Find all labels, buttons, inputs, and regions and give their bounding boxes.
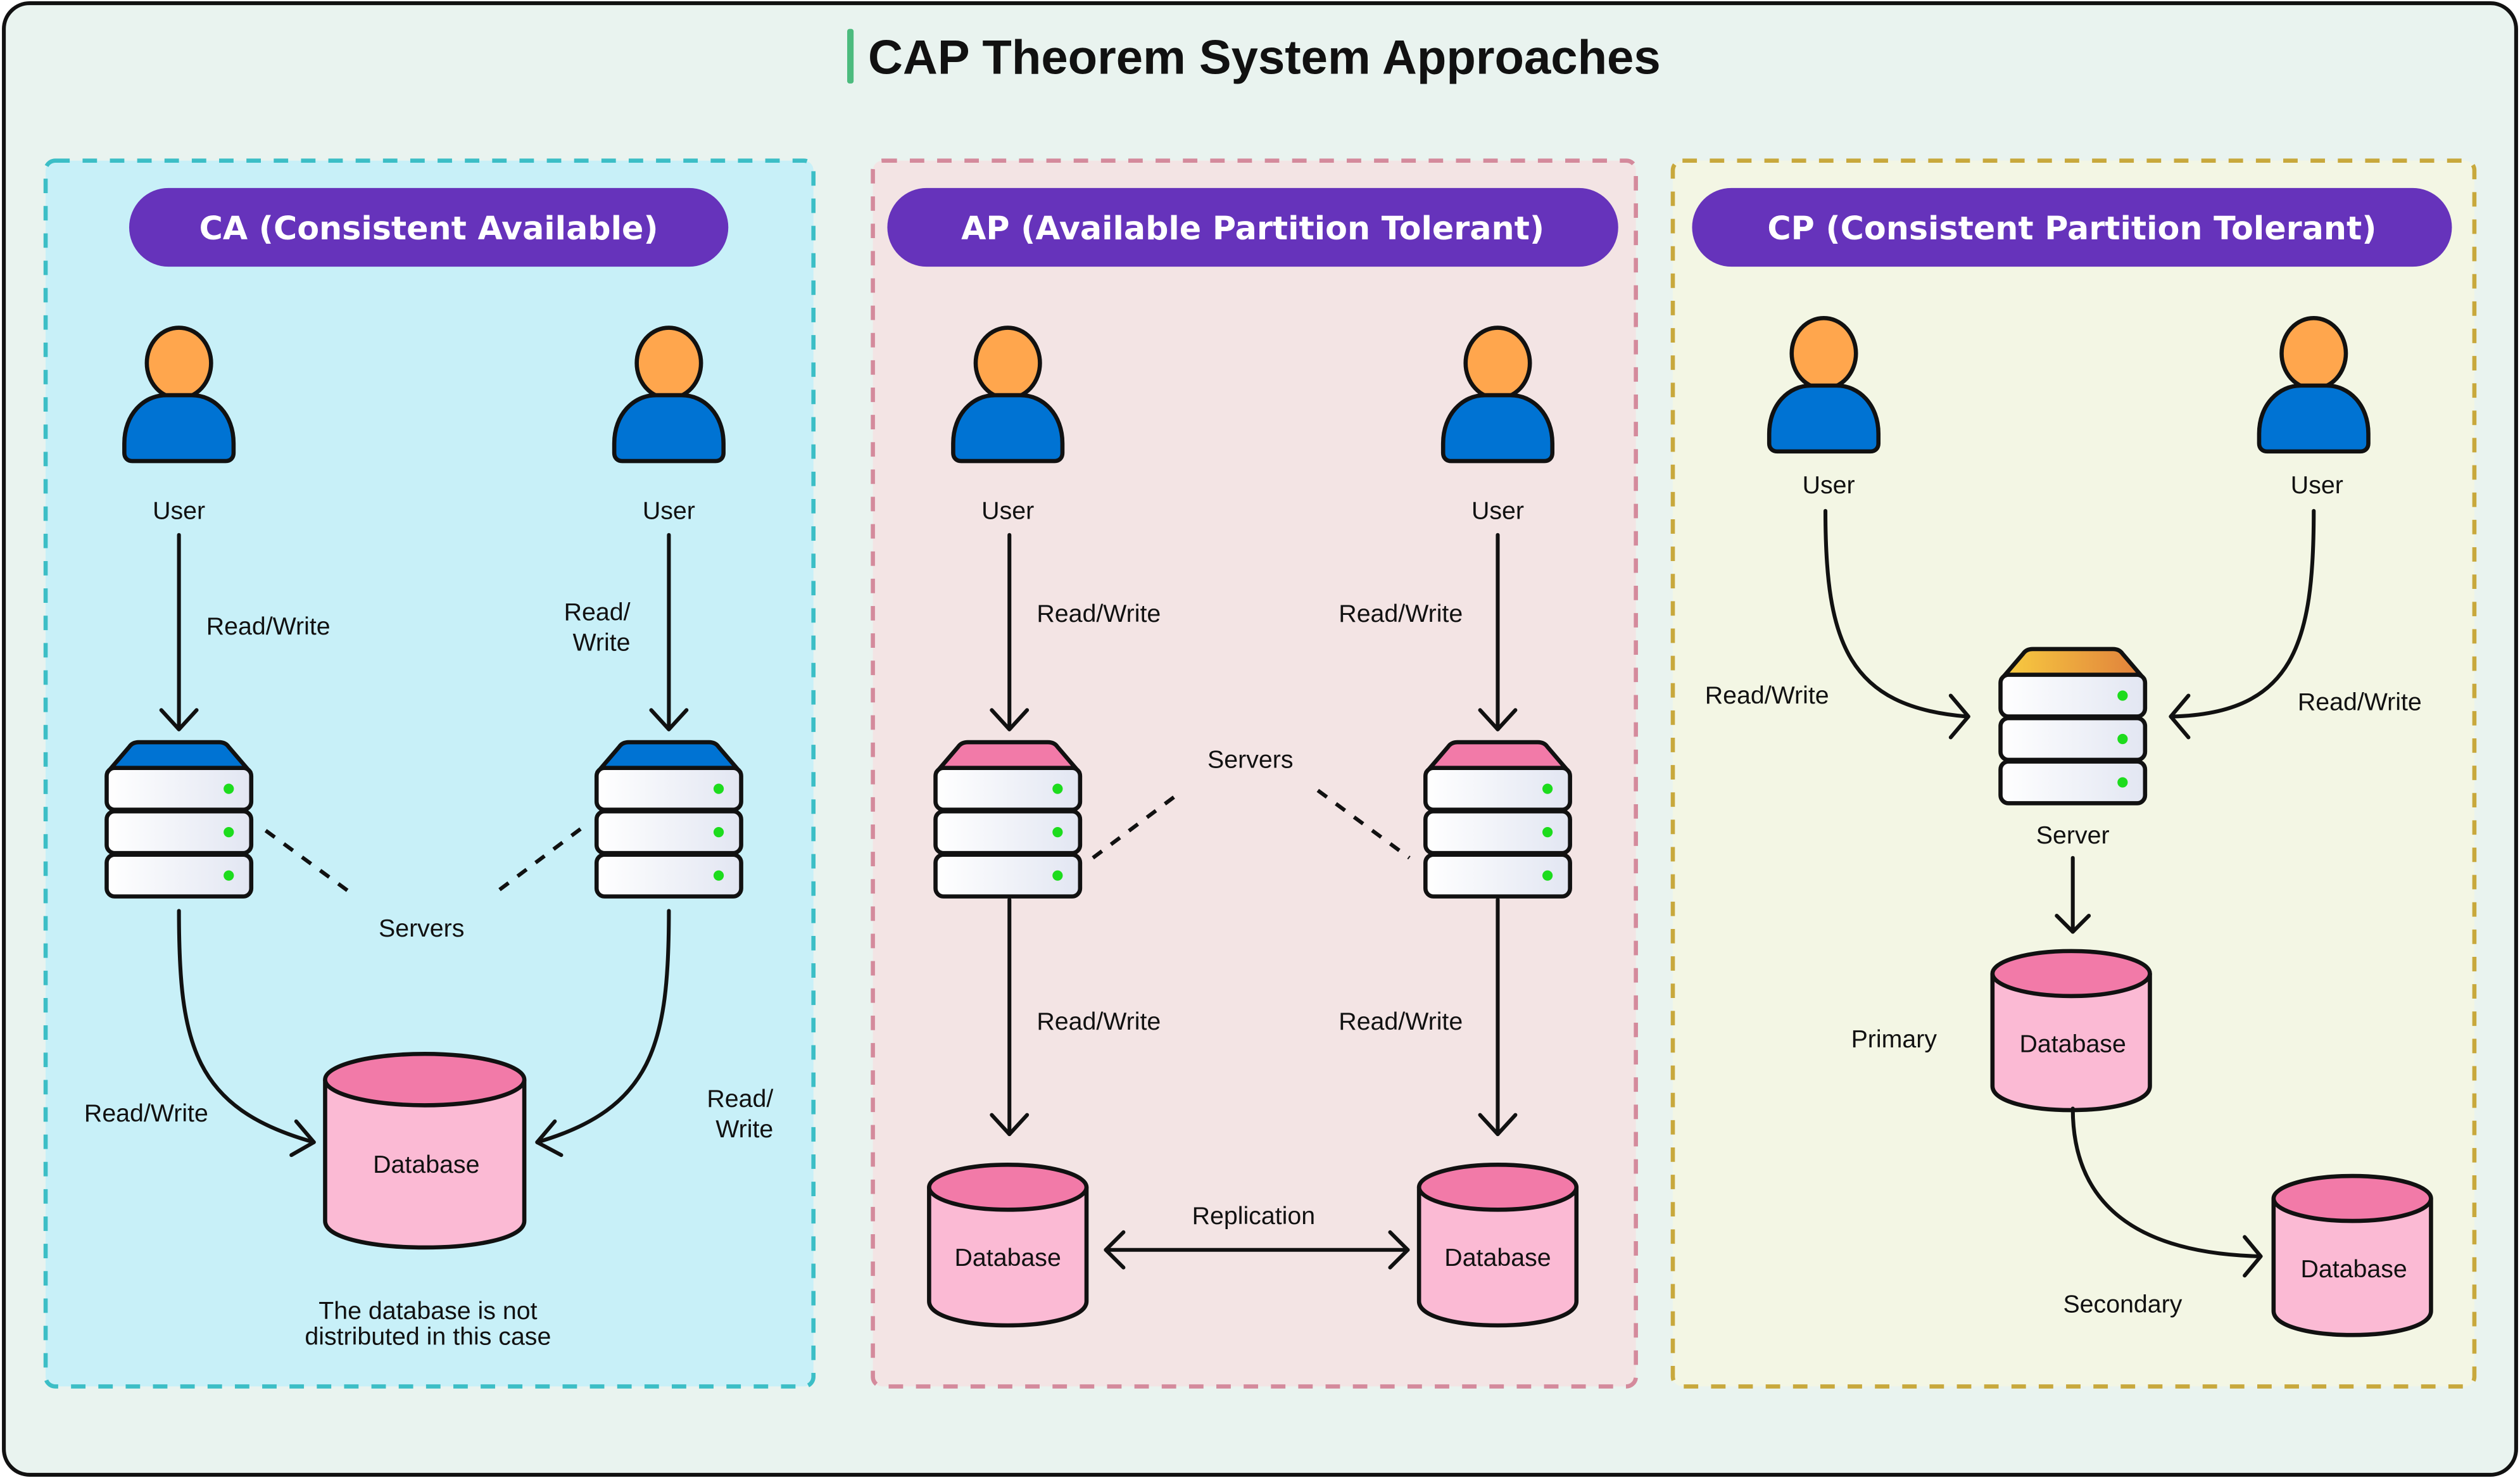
- server-link-dashed: [264, 829, 357, 899]
- user-label: User: [1471, 496, 1524, 524]
- server-icon: [2001, 647, 2145, 804]
- panel-ap-heading: AP (Available Partition Tolerant): [961, 210, 1544, 247]
- server-icon: [106, 740, 251, 897]
- read-write-label: Read/Write: [1705, 681, 1829, 709]
- database-label: Database: [1444, 1244, 1551, 1272]
- arrow-primary-to-secondary: [2070, 1106, 2263, 1278]
- arrow-user-to-server: [990, 533, 1030, 731]
- arrow-server-to-database: [1478, 897, 1518, 1137]
- user-label: User: [2291, 471, 2343, 499]
- database-icon: [927, 1162, 1089, 1328]
- arrow-server-to-database: [177, 909, 316, 1158]
- panel-ca: CA (Consistent Available) User User Read…: [43, 158, 816, 1389]
- primary-label: Primary: [1851, 1025, 1937, 1053]
- arrow-user-to-server: [1823, 508, 1970, 740]
- panel-cp-heading-pill: [1692, 187, 2452, 267]
- arrow-server-to-database: [990, 897, 1030, 1137]
- user-label: User: [1803, 471, 1855, 499]
- read-write-label: Read/Write: [1339, 600, 1463, 628]
- secondary-database-label: Database: [2301, 1255, 2407, 1283]
- database-icon: [1416, 1162, 1579, 1328]
- panel-ca-heading: CA (Consistent Available): [199, 210, 658, 247]
- replication-label: Replication: [1192, 1202, 1316, 1230]
- arrow-server-to-primary: [2055, 856, 2091, 934]
- panel-ca-heading-pill: [129, 187, 729, 267]
- user-label: User: [153, 496, 205, 524]
- panel-ap-heading-pill: [887, 187, 1618, 267]
- read-write-label: Read/Write: [564, 598, 631, 656]
- read-write-label: Read/Write: [1036, 1007, 1161, 1035]
- server-link-dashed: [1316, 788, 1411, 860]
- panel-ap-frame: [871, 158, 1638, 1389]
- servers-label: Servers: [1207, 746, 1293, 774]
- server-link-dashed: [489, 827, 582, 899]
- read-write-label: Read/Write: [2298, 688, 2422, 716]
- user-label: User: [981, 496, 1034, 524]
- title-accent-bar: [847, 28, 854, 84]
- panel-ca-frame: [43, 158, 816, 1389]
- database-icon: [323, 1051, 527, 1250]
- database-icon: [1990, 949, 2152, 1113]
- user-label: User: [643, 496, 695, 524]
- read-write-label: Read/Write: [1339, 1007, 1463, 1035]
- database-label: Database: [373, 1151, 479, 1178]
- read-write-label: Read/Write: [1036, 600, 1161, 628]
- replication-arrow: [1104, 1230, 1410, 1270]
- read-write-label: Read/Write: [206, 612, 331, 640]
- server-label: Server: [2036, 821, 2110, 849]
- arrow-user-to-server: [159, 533, 199, 731]
- arrow-server-to-database: [535, 909, 671, 1158]
- arrow-user-to-server: [2169, 508, 2316, 740]
- panel-cp: CP (Consistent Partition Tolerant) User …: [1670, 158, 2477, 1389]
- arrow-user-to-server: [1478, 533, 1518, 731]
- database-icon: [2271, 1173, 2433, 1337]
- server-link-dashed: [1092, 788, 1185, 860]
- arrow-user-to-server: [649, 533, 689, 731]
- server-icon: [596, 740, 741, 897]
- server-icon: [1425, 740, 1570, 897]
- panel-ap: AP (Available Partition Tolerant) User U…: [871, 158, 1638, 1389]
- database-label: Database: [955, 1244, 1061, 1272]
- primary-database-label: Database: [2020, 1030, 2126, 1058]
- secondary-label: Secondary: [2063, 1291, 2182, 1318]
- panel-cp-heading: CP (Consistent Partition Tolerant): [1767, 210, 2376, 247]
- servers-label: Servers: [379, 914, 464, 942]
- page-title: CAP Theorem System Approaches: [868, 31, 1661, 85]
- read-write-label: Read/Write: [84, 1099, 208, 1127]
- server-icon: [936, 740, 1080, 897]
- read-write-label: Read/Write: [707, 1085, 773, 1143]
